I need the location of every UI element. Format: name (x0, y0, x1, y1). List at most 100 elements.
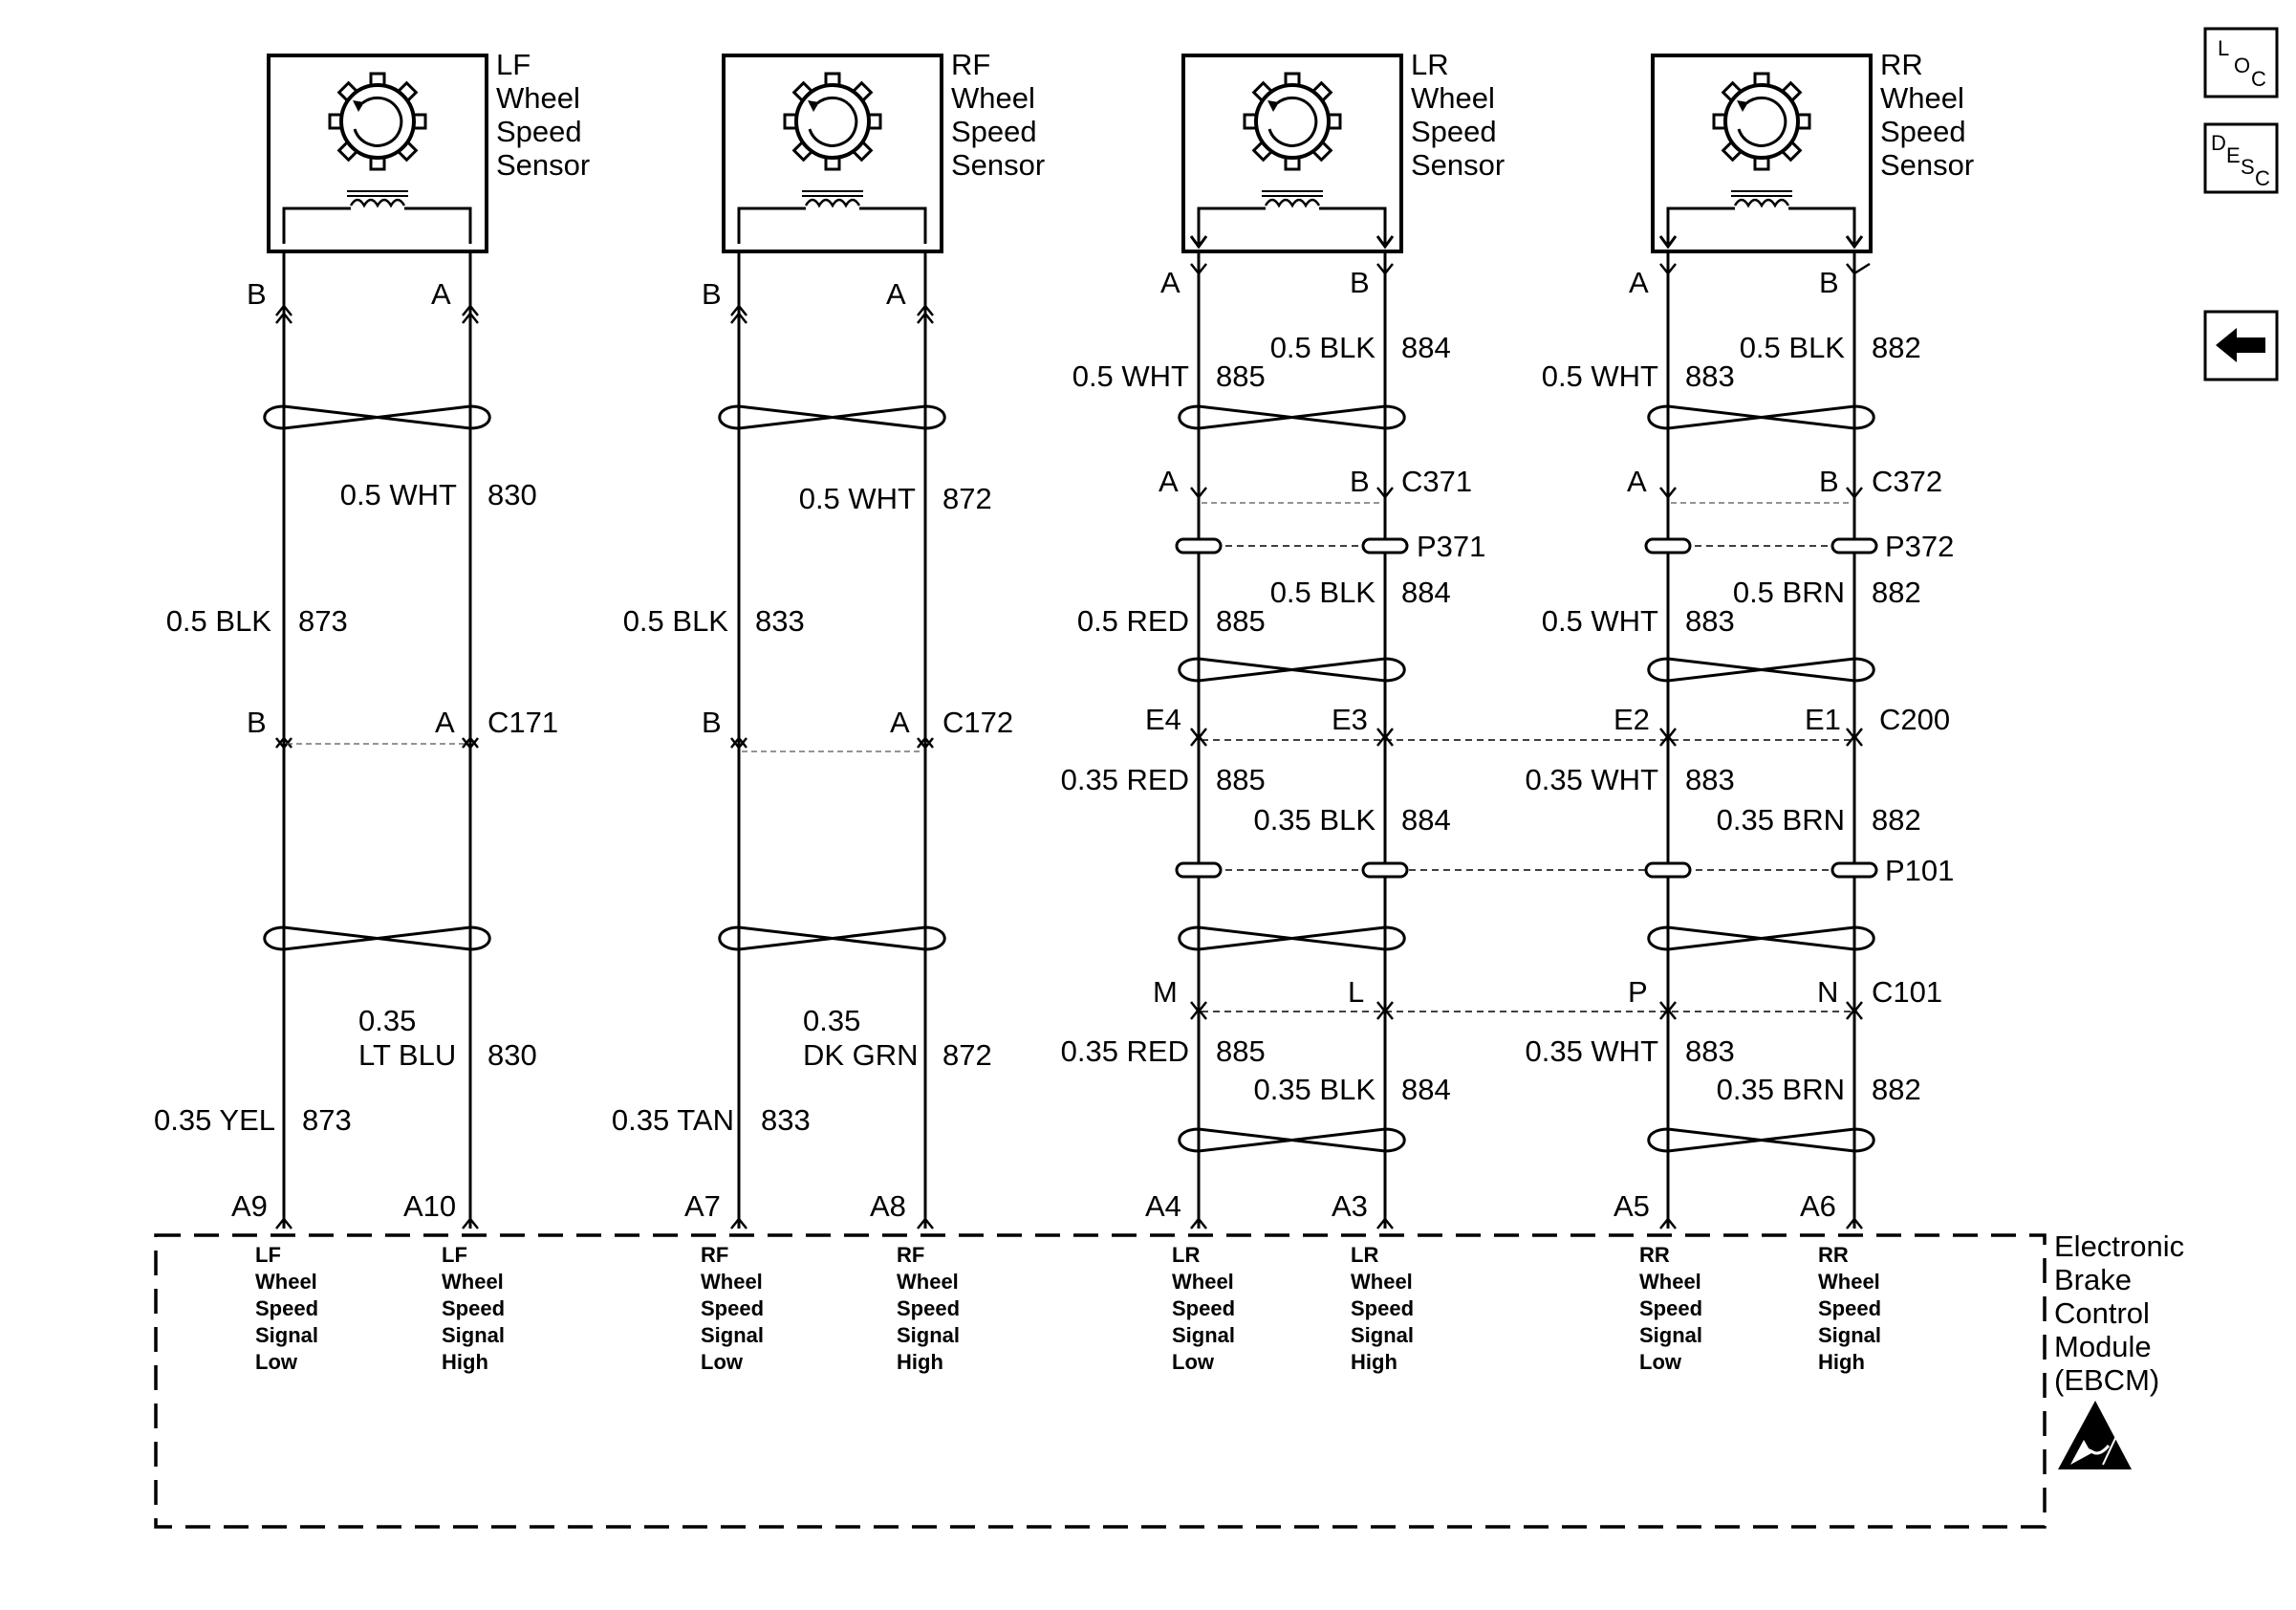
connector-c200: C200 (1879, 703, 1950, 736)
ebcm-term-text: High (897, 1350, 943, 1374)
pin-label: E1 (1805, 703, 1841, 736)
ebcm-term-text: Speed (442, 1296, 505, 1320)
pin-label: B (1350, 465, 1370, 498)
ebcm-term-text: High (1818, 1350, 1865, 1374)
back-button[interactable] (2203, 310, 2279, 381)
ebcm-term-text: Wheel (1351, 1270, 1413, 1294)
rf-wheel-speed-sensor: RF Wheel Speed Sensor (722, 48, 1045, 253)
wire-gauge: 0.35 WHT (1525, 1034, 1658, 1068)
rr-wheel-speed-sensor: RR Wheel Speed Sensor (1651, 48, 1974, 253)
ebcm-term-text: Speed (1818, 1296, 1881, 1320)
ebcm-term-text: Signal (1639, 1323, 1702, 1347)
ebcm-term-text: RR (1639, 1243, 1670, 1267)
pin-label: A (1159, 465, 1179, 498)
connector-c371: C371 (1401, 465, 1472, 498)
wire-circuit: 882 (1872, 803, 1921, 837)
connector-c101: C101 (1872, 975, 1942, 1009)
ebcm-term-text: Signal (1172, 1323, 1235, 1347)
wire-circuit: 884 (1401, 803, 1451, 837)
ebcm-pin-labels: A9 A10 A7 A8 A4 A3 A5 A6 (231, 1189, 1836, 1223)
wire-circuit: 883 (1685, 1034, 1735, 1068)
wire-gauge: LT BLU (358, 1038, 456, 1072)
ebcm-term-text: RF (897, 1243, 924, 1267)
wire-circuit: 873 (302, 1103, 352, 1137)
ebcm-term-text: LR (1172, 1243, 1200, 1267)
pin-labels: B A B A A B A B B A B A A B A B E4 E3 E2… (247, 266, 1841, 1009)
ebcm-term-text: RR (1818, 1243, 1849, 1267)
desc-letter: S (2241, 155, 2255, 179)
ebcm-term-text: Speed (701, 1296, 764, 1320)
wire-gauge: 0.5 BLK (623, 604, 729, 638)
ebcm-term-text: Wheel (1172, 1270, 1234, 1294)
ebcm-pin: A10 (403, 1189, 456, 1223)
ebcm-term-text: Wheel (1818, 1270, 1880, 1294)
sensor-title: LR (1411, 48, 1449, 81)
sensor-title: RR (1880, 48, 1923, 81)
ebcm-term-text: Signal (897, 1323, 960, 1347)
wire-circuit: 883 (1685, 604, 1735, 638)
wire-gauge: 0.5 WHT (340, 478, 457, 511)
wire-gauge: 0.5 WHT (1542, 359, 1658, 393)
ebcm-term-text: Speed (1351, 1296, 1414, 1320)
wire-gauge: 0.5 WHT (799, 482, 916, 515)
wire-circuit: 885 (1216, 1034, 1266, 1068)
ebcm-term-text: High (442, 1350, 488, 1374)
ebcm-term-text: Signal (701, 1323, 764, 1347)
wire-gauge: 0.35 RED (1061, 763, 1189, 796)
ebcm-term-text: Wheel (1639, 1270, 1701, 1294)
connector-p372: P372 (1885, 530, 1954, 563)
wire-gauge: 0.5 RED (1077, 604, 1189, 638)
loc-button[interactable]: L O C (2203, 27, 2279, 98)
left-arrow-icon (2216, 328, 2265, 362)
sensor-title: LF (496, 48, 531, 81)
wire-circuit: 884 (1401, 576, 1451, 609)
sensor-title: Sensor (1411, 148, 1505, 182)
ebcm-term-text: Speed (1639, 1296, 1702, 1320)
ebcm-pin: A3 (1332, 1189, 1368, 1223)
twisted-pairs (263, 404, 1875, 1153)
ebcm-term-text: LR (1351, 1243, 1378, 1267)
sensor-title: Wheel (951, 81, 1035, 115)
wire-circuit: 872 (942, 482, 992, 515)
desc-letter: E (2226, 143, 2241, 167)
ebcm-pin: A4 (1145, 1189, 1181, 1223)
ebcm-title: Control (2054, 1296, 2150, 1330)
ebcm-term-text: Wheel (897, 1270, 959, 1294)
sensor-title: Wheel (496, 81, 580, 115)
wire-gauge: 0.5 BLK (1270, 331, 1376, 364)
ebcm-term-text: RF (701, 1243, 728, 1267)
desc-button[interactable]: D E S C (2203, 122, 2279, 194)
ebcm-term-text: Speed (897, 1296, 960, 1320)
connector-c172: C172 (942, 706, 1013, 739)
pin-label: A (890, 706, 910, 739)
pin-label: A (431, 277, 451, 311)
esd-warning-icon (2058, 1401, 2132, 1469)
pin-label: L (1348, 975, 1364, 1009)
ebcm-term-text: Signal (442, 1323, 505, 1347)
pin-label: P (1628, 975, 1648, 1009)
wire-gauge: 0.35 BLK (1253, 1073, 1375, 1106)
ebcm-term-text: Signal (255, 1323, 318, 1347)
wire-gauge: 0.35 (803, 1004, 860, 1037)
ebcm-term-text: Low (1172, 1350, 1215, 1374)
pin-label: A (1629, 266, 1649, 299)
wire-gauge: 0.5 BLK (1270, 576, 1376, 609)
wire-gauge: 0.5 WHT (1542, 604, 1658, 638)
wire-gauge: 0.35 (358, 1004, 416, 1037)
ebcm-terminal-descriptions: LF Wheel Speed Signal Low LF Wheel Speed… (255, 1243, 1881, 1374)
wire-circuit: 882 (1872, 1073, 1921, 1106)
pin-label: A (1160, 266, 1180, 299)
connector-p371: P371 (1417, 530, 1485, 563)
wire-gauge: 0.35 BLK (1253, 803, 1375, 837)
sensor-title: Speed (1880, 115, 1966, 148)
grommets (1175, 537, 1878, 879)
pin-label: B (1350, 266, 1370, 299)
ebcm-pin: A9 (231, 1189, 268, 1223)
wire-circuit: 882 (1872, 331, 1921, 364)
sensor-title: Sensor (1880, 148, 1974, 182)
connector-names: C171 C172 C371 C372 P371 P372 C200 P101 … (487, 465, 1954, 1009)
wire-gauge: DK GRN (803, 1038, 919, 1072)
wire-gauge: 0.35 YEL (154, 1103, 275, 1137)
wire-circuit: 885 (1216, 359, 1266, 393)
wire-circuit: 833 (755, 604, 805, 638)
